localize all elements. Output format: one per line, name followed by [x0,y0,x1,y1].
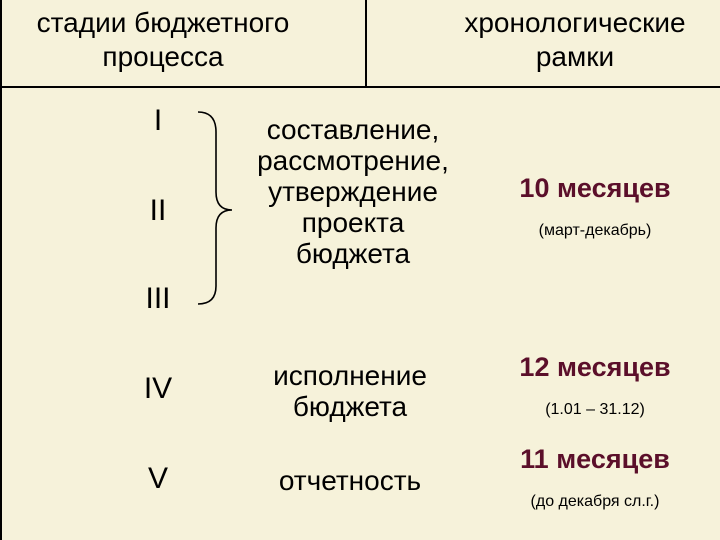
stage-1: I [153,104,163,137]
header-stages: стадии бюджетного процесса [36,7,290,72]
desc-reporting: отчетность [278,465,422,496]
duration-execution: 12 месяцев [519,352,671,382]
left-border-line [0,0,2,540]
stage-5: V [147,462,168,495]
duration-preparation: 10 месяцев [519,173,671,203]
duration-reporting: 11 месяцев [520,444,670,474]
stage-2: II [149,194,167,227]
desc-preparation: составление, рассмотрение, утверждение п… [257,114,449,269]
desc-execution: исполнение бюджета [273,360,427,422]
header-divider [365,0,367,88]
grouping-brace [197,111,233,305]
range-reporting: (до декабря сл.г.) [530,493,660,510]
table-header: стадии бюджетного процесса хронологическ… [0,0,720,88]
range-preparation: (март-декабрь) [538,222,652,239]
stage-4: IV [143,372,173,405]
header-timeframe: хронологические рамки [464,7,686,72]
stage-3: III [145,282,171,315]
range-execution: (1.01 – 31.12) [545,401,645,418]
